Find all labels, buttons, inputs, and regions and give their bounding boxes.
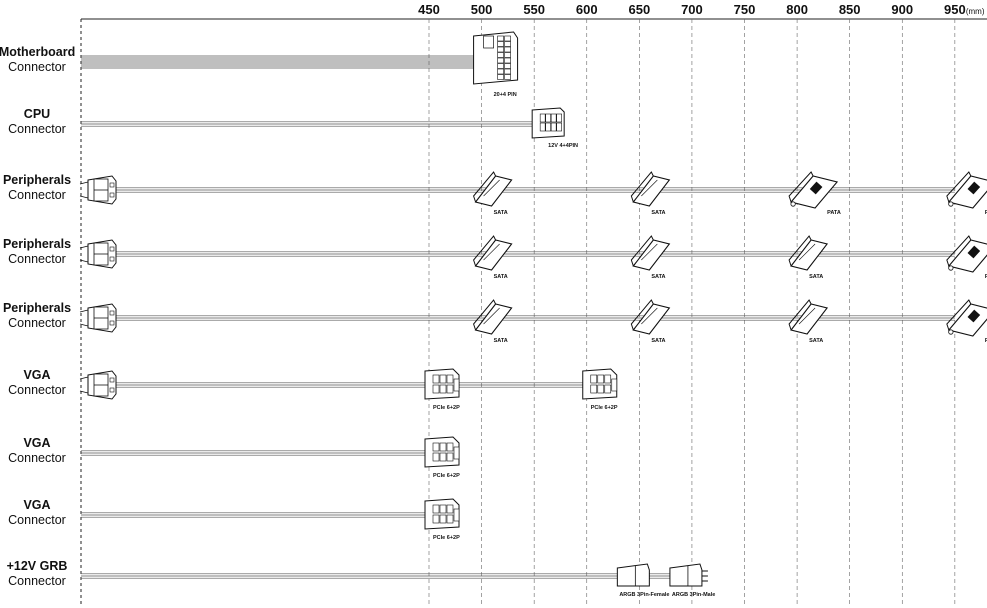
row-subtitle: Connector <box>8 316 66 330</box>
scale-tick-label: 550 <box>523 2 545 17</box>
scale-tick-label: 650 <box>628 2 650 17</box>
row-title: Peripherals <box>3 173 71 187</box>
connector-label: ARGB 3Pin-Female <box>619 592 669 598</box>
scale-tick-label: 800 <box>786 2 808 17</box>
connector-label: PCIe 6+2P <box>433 405 460 411</box>
connector-label: 12V 4+4PIN <box>548 143 578 149</box>
pcie-connector: PCIe 6+2P <box>424 368 460 411</box>
psu-modular-plug <box>79 303 117 333</box>
pata-connector: PATA <box>946 299 987 344</box>
row-title: VGA <box>23 436 50 450</box>
connector-label: PATA <box>985 274 987 280</box>
scale-tick-label: 600 <box>576 2 598 17</box>
row-title: Motherboard <box>0 45 75 59</box>
row-subtitle: Connector <box>8 574 66 588</box>
connector-label: PCIe 6+2P <box>433 473 460 479</box>
scale-tick-label: 750 <box>734 2 756 17</box>
connector-label: SATA <box>494 274 508 280</box>
connector-label: PCIe 6+2P <box>433 535 460 541</box>
sata-connector: SATA <box>473 171 513 216</box>
connector-label: 20+4 PIN <box>494 92 517 98</box>
row-subtitle: Connector <box>8 383 66 397</box>
row-subtitle: Connector <box>8 188 66 202</box>
connector-label: SATA <box>651 210 665 216</box>
row-subtitle: Connector <box>8 451 66 465</box>
row-title: +12V GRB <box>7 559 68 573</box>
row-subtitle: Connector <box>8 122 66 136</box>
row-subtitle: Connector <box>8 60 66 74</box>
connector-label: SATA <box>494 338 508 344</box>
pata-connector: PATA <box>946 171 987 216</box>
sata-connector: SATA <box>788 235 829 280</box>
scale-tick-label: 850 <box>839 2 861 17</box>
row-title: Peripherals <box>3 301 71 315</box>
connector-label: PATA <box>985 210 987 216</box>
scale-tick-label: 450 <box>418 2 440 17</box>
connector-label: PATA <box>827 210 841 216</box>
row-subtitle: Connector <box>8 252 66 266</box>
pata-connector: PATA <box>946 235 987 280</box>
pcie-connector: PCIe 6+2P <box>582 368 618 411</box>
mb24-connector: 20+4 PIN <box>473 31 519 98</box>
scale-tick-label: 500 <box>471 2 493 17</box>
row-title: VGA <box>23 498 50 512</box>
pcie-connector: PCIe 6+2P <box>424 436 460 479</box>
connector-label: SATA <box>494 210 508 216</box>
row-title: CPU <box>24 107 50 121</box>
sata-connector: SATA <box>473 299 513 344</box>
psu-modular-plug <box>79 239 117 269</box>
row-title: VGA <box>23 368 50 382</box>
row-subtitle: Connector <box>8 513 66 527</box>
row-title: Peripherals <box>3 237 71 251</box>
pcie-connector: PCIe 6+2P <box>424 498 460 541</box>
sata-connector: SATA <box>788 299 829 344</box>
psu-modular-plug <box>79 175 117 205</box>
length-scale: 450 500 550 600 650 700 750 800 850 900 950(mm) <box>80 2 987 606</box>
connector-label: SATA <box>809 274 823 280</box>
sata-connector: SATA <box>473 235 513 280</box>
cpu8-connector: 12V 4+4PIN <box>531 107 578 149</box>
connector-label: PATA <box>985 338 987 344</box>
connector-label: SATA <box>651 338 665 344</box>
sata-connector: SATA <box>630 171 671 216</box>
sata-connector: SATA <box>630 235 671 280</box>
scale-unit-label: (mm) <box>966 7 985 16</box>
connector-label: PCIe 6+2P <box>591 405 618 411</box>
sata-connector: SATA <box>630 299 671 344</box>
argb_m-connector: ARGB 3Pin-Male <box>669 563 715 598</box>
argb_f-connector: ARGB 3Pin-Female <box>616 563 669 598</box>
connector-label: ARGB 3Pin-Male <box>672 592 715 598</box>
scale-tick-label: 700 <box>681 2 703 17</box>
scale-tick-label: 950 <box>944 2 966 17</box>
psu-modular-plug <box>79 370 117 400</box>
connector-label: SATA <box>651 274 665 280</box>
connector-label: SATA <box>809 338 823 344</box>
scale-tick-label: 900 <box>891 2 913 17</box>
pata-connector: PATA <box>788 171 841 216</box>
